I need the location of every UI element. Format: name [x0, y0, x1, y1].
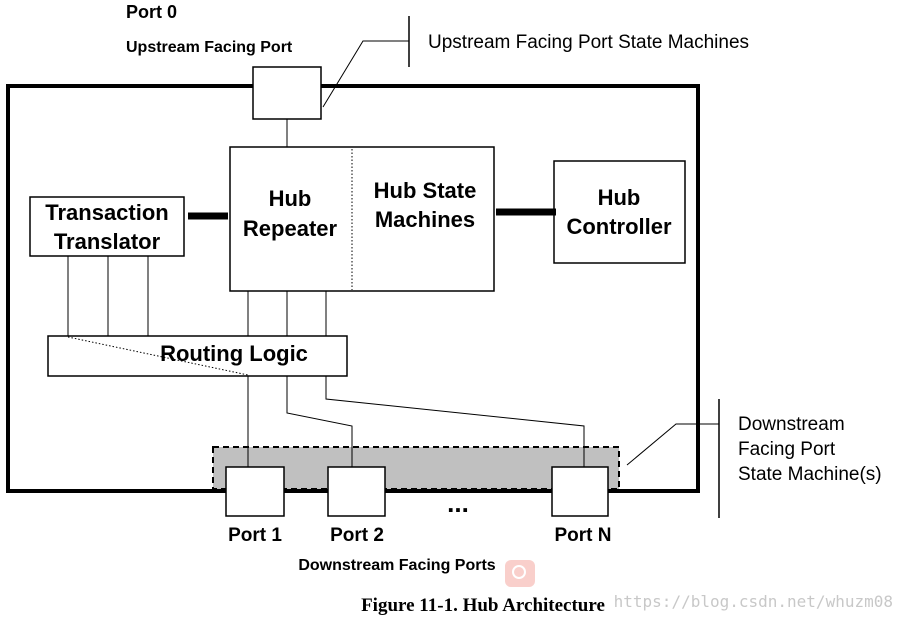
watermark-badge — [505, 560, 535, 587]
hub-repeater-label-line1: Hub — [269, 186, 312, 211]
transaction-translator-box — [29, 196, 185, 257]
port2-label: Port 2 — [330, 525, 384, 546]
upstream-sm-label: Upstream Facing Port State Machines — [428, 32, 749, 53]
upstream-port-box — [252, 66, 322, 120]
downstream-sm-label-line2: Facing Port — [738, 439, 836, 460]
portN-label: Port N — [555, 525, 612, 546]
hub-state-machines-label-line1: Hub State — [374, 178, 477, 203]
routing-logic-label: Routing Logic — [160, 341, 308, 366]
port1-box — [225, 466, 285, 517]
transaction-translator-label-line1: Transaction — [45, 200, 168, 225]
port2-box — [327, 466, 386, 517]
hub-state-machines-label-line2: Machines — [375, 207, 475, 232]
route-to-port2-line — [286, 376, 353, 467]
port0-label: Port 0 — [126, 2, 177, 22]
port1-label: Port 1 — [228, 525, 282, 546]
hub-core-box — [229, 146, 495, 292]
routing-logic-dotted-diagonal — [67, 336, 249, 376]
hub-repeater-label-line2: Repeater — [243, 216, 338, 241]
downstream-callout-leader — [626, 423, 719, 466]
upstream-callout-leader — [322, 40, 409, 108]
figure-caption: Figure 11-1. Hub Architecture — [361, 595, 605, 616]
hub-controller-label-line2: Controller — [566, 214, 672, 239]
hub-controller-box — [553, 160, 686, 264]
upstream-port-label: Upstream Facing Port — [126, 39, 293, 56]
ports-ellipsis: ... — [447, 488, 469, 518]
portN-box — [551, 466, 609, 517]
downstream-sm-label-line1: Downstream — [738, 414, 845, 435]
route-to-portN-line — [325, 376, 585, 467]
watermark-text: https://blog.csdn.net/whuzm08 — [614, 592, 893, 611]
transaction-translator-label-line2: Translator — [54, 229, 161, 254]
watermark-search-icon — [512, 565, 526, 579]
hub-controller-label-line1: Hub — [598, 185, 641, 210]
downstream-sm-label-line3: State Machine(s) — [738, 464, 882, 485]
routing-logic-box — [47, 335, 348, 377]
downstream-ports-label: Downstream Facing Ports — [298, 557, 495, 574]
